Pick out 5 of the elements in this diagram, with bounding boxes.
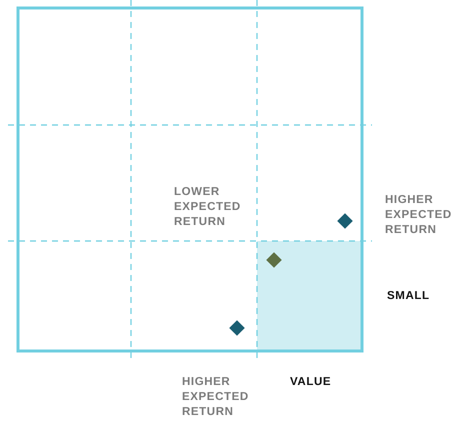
axis-label: HIGHER EXPECTED RETURN bbox=[182, 375, 250, 420]
axis-label: HIGHER EXPECTED RETURN bbox=[385, 193, 453, 238]
axis-label: SMALL bbox=[387, 289, 431, 304]
axis-label: LOWER EXPECTED RETURN bbox=[174, 185, 242, 230]
axis-label: VALUE bbox=[290, 375, 332, 390]
